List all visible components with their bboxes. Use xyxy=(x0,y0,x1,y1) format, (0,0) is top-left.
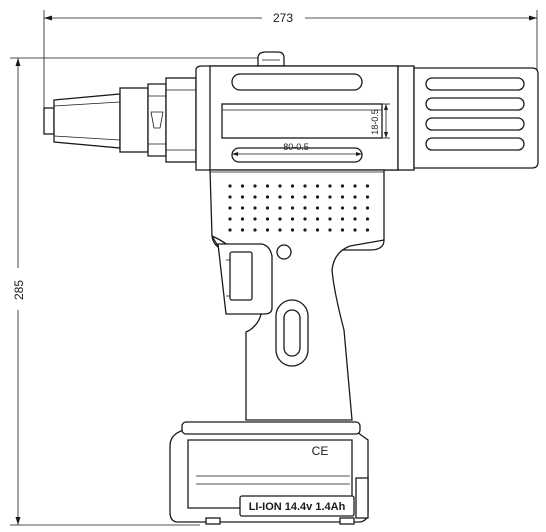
grip-dot xyxy=(328,217,332,221)
grip-dot xyxy=(265,228,270,232)
grip-dot xyxy=(240,195,245,199)
grip-dot xyxy=(253,184,257,188)
grip-dot xyxy=(228,184,232,188)
ce-mark-icon: CE xyxy=(312,444,329,458)
grip-dot xyxy=(253,206,257,210)
battery-label-plate xyxy=(239,495,355,517)
grip-dot xyxy=(278,195,282,199)
grip-dot xyxy=(353,206,357,210)
grip-dot xyxy=(340,228,345,232)
grip-dot xyxy=(265,195,270,199)
handle xyxy=(211,235,385,421)
grip-dot xyxy=(315,195,320,199)
grip-dot xyxy=(353,217,357,221)
grip-dot xyxy=(315,206,320,210)
grip-dot xyxy=(278,228,282,232)
stroke-dimension: 18-0.5 xyxy=(370,103,390,139)
grip-dot xyxy=(228,228,232,232)
grip-dot xyxy=(290,184,295,188)
grip-dot xyxy=(303,184,307,188)
grip-texture xyxy=(228,184,370,232)
grip-dot xyxy=(253,228,257,232)
grip-dot xyxy=(290,195,295,199)
grip-dot xyxy=(253,217,257,221)
grip-dot xyxy=(240,228,245,232)
stroke-label: 18-0.5 xyxy=(370,109,380,135)
grip-dot xyxy=(290,228,295,232)
grip-dot xyxy=(253,195,257,199)
grip-dot xyxy=(290,217,295,221)
grip-dot xyxy=(265,217,270,221)
upper-body xyxy=(209,169,385,251)
height-dimension: 285 xyxy=(10,57,265,526)
grip-dot xyxy=(303,206,307,210)
nose-piece xyxy=(43,77,197,163)
grip-dot xyxy=(240,206,245,210)
grip-dot xyxy=(278,184,282,188)
rear-cylinder xyxy=(397,65,539,171)
grip-dot xyxy=(315,228,320,232)
width-label: 80-0.5 xyxy=(283,142,309,152)
lock-button xyxy=(276,244,292,260)
grip-dot xyxy=(328,206,332,210)
grip-dot xyxy=(340,184,345,188)
grip-dot xyxy=(228,195,232,199)
grip-dot xyxy=(240,184,245,188)
grip-dot xyxy=(278,206,282,210)
height-label: 285 xyxy=(12,280,26,300)
length-dimension: 273 xyxy=(43,10,538,110)
grip-dot xyxy=(328,184,332,188)
top-hook xyxy=(257,51,285,67)
head-housing xyxy=(195,65,399,171)
grip-dot xyxy=(290,206,295,210)
grip-dot xyxy=(240,217,245,221)
grip-dot xyxy=(303,195,307,199)
grip-dot xyxy=(365,184,370,188)
grip-dot xyxy=(365,217,370,221)
grip-dot xyxy=(353,195,357,199)
grip-dot xyxy=(315,217,320,221)
grip-dot xyxy=(365,228,370,232)
grip-dot xyxy=(365,206,370,210)
grip-dot xyxy=(315,184,320,188)
grip-dot xyxy=(265,206,270,210)
grip-dot xyxy=(228,206,232,210)
width-dimension: 80-0.5 xyxy=(232,142,362,156)
grip-dot xyxy=(328,228,332,232)
battery-label: LI-ION 14.4v 1.4Ah xyxy=(249,501,346,513)
battery-pack: CE LI-ION 14.4v 1.4Ah xyxy=(169,421,369,525)
grip-dot xyxy=(340,217,345,221)
grip-dot xyxy=(278,217,282,221)
grip-dot xyxy=(265,184,270,188)
grip-dot xyxy=(228,217,232,221)
ce-mark: CE xyxy=(312,444,329,458)
grip-dot xyxy=(303,217,307,221)
grip-dot xyxy=(340,206,345,210)
grip-dot xyxy=(353,228,357,232)
grip-dot xyxy=(328,195,332,199)
grip-dot xyxy=(303,228,307,232)
length-label: 273 xyxy=(273,11,293,25)
grip-dot xyxy=(340,195,345,199)
grip-dot xyxy=(353,184,357,188)
grip-dot xyxy=(365,195,370,199)
